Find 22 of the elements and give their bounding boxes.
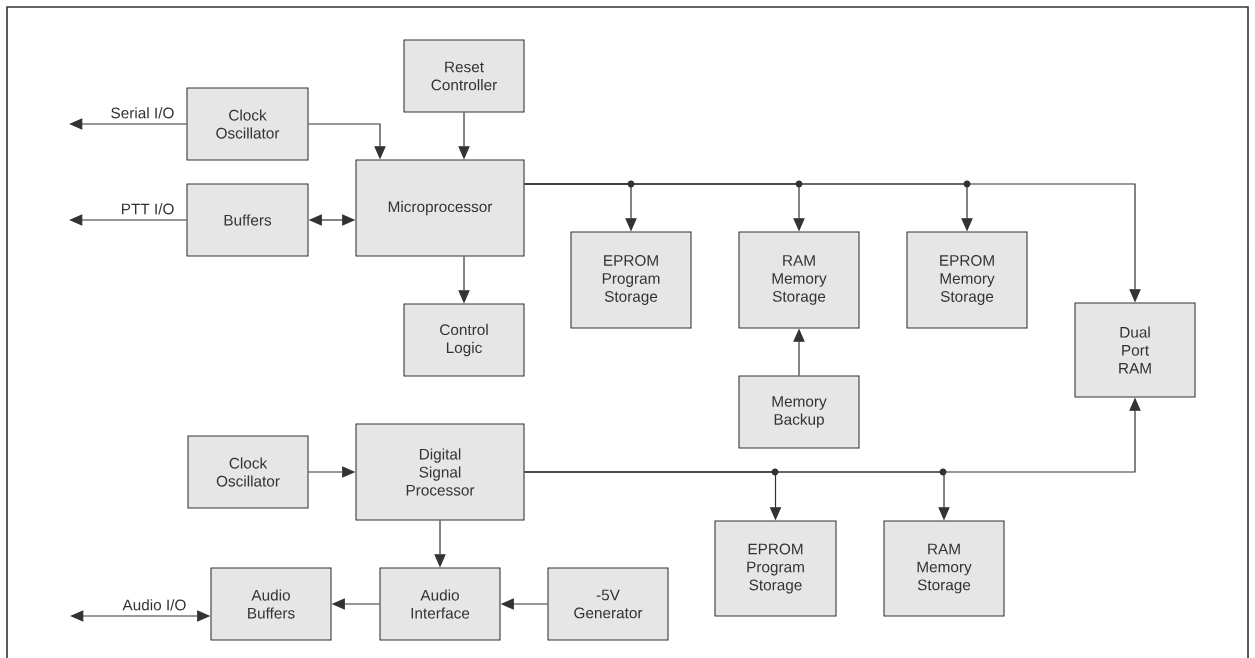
edge-label: Audio I/O <box>121 597 188 612</box>
block-box: Buffers <box>186 183 309 257</box>
block-box: RAM Memory Storage <box>738 231 860 329</box>
arrow <box>69 214 188 226</box>
block-box: -5V Generator <box>547 567 669 641</box>
block-box: EPROM Program Storage <box>714 520 837 617</box>
block-box: Clock Oscillator <box>186 87 309 161</box>
block-box: EPROM Memory Storage <box>906 231 1028 329</box>
block-box: EPROM Program Storage <box>570 231 692 329</box>
block-box: Audio Buffers <box>210 567 332 641</box>
block-box: Clock Oscillator <box>187 435 309 509</box>
edge-label: PTT I/O <box>119 201 176 216</box>
block-box: Microprocessor <box>355 159 525 257</box>
block-box: Digital Signal Processor <box>355 423 525 521</box>
block-box: Reset Controller <box>403 39 525 113</box>
block-box: RAM Memory Storage <box>883 520 1005 617</box>
block-box: Audio Interface <box>379 567 501 641</box>
arrow <box>69 118 188 130</box>
edge-label: Serial I/O <box>109 105 176 120</box>
block-box: Memory Backup <box>738 375 860 449</box>
block-box: Dual Port RAM <box>1074 302 1196 398</box>
block-box: Control Logic <box>403 303 525 377</box>
